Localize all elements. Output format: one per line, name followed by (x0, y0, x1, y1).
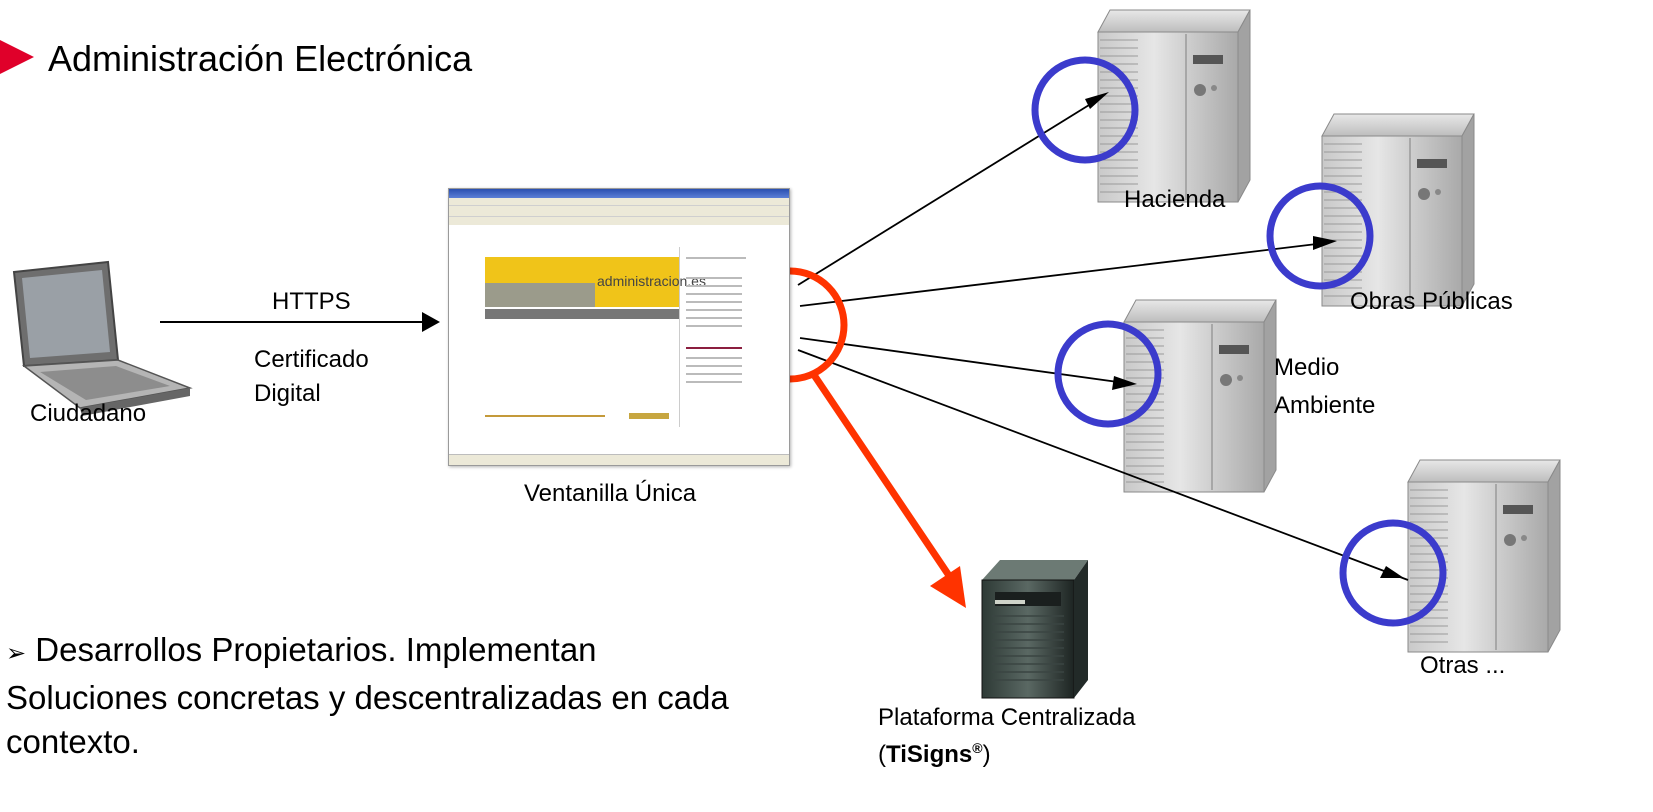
browser-menubar (449, 198, 789, 206)
link-otras (797, 349, 1409, 581)
label-ambiente: Ambiente (1274, 392, 1376, 419)
browser-site-word: administracion.es (597, 273, 706, 289)
bottom-bullet-text: ➢ Desarrollos Propietarios. Implementan … (6, 628, 766, 764)
bottom-bullet-marker: ➢ (6, 640, 27, 667)
link-medio-ambiente (799, 337, 1126, 384)
label-certificado: Certificado (254, 346, 369, 373)
tisigns-open-paren: ( (878, 741, 886, 768)
title-bullet-icon (0, 40, 34, 74)
platform-arrow (809, 370, 959, 588)
platform-server-icon (981, 560, 1088, 699)
label-https: HTTPS (272, 288, 351, 315)
link-hacienda (797, 96, 1103, 286)
label-plataforma: Plataforma Centralizada (878, 704, 1136, 731)
browser-titlebar (449, 189, 789, 198)
label-ventanilla: Ventanilla Única (524, 480, 697, 507)
label-ciudadano: Ciudadano (30, 400, 147, 427)
label-hacienda: Hacienda (1124, 186, 1226, 213)
browser-page: administracion.es (449, 225, 789, 455)
tisigns-close-paren: ) (982, 741, 991, 768)
server-otras-icon (1407, 459, 1561, 653)
label-digital: Digital (254, 380, 321, 407)
browser-toolbar (449, 206, 789, 217)
browser-window: administracion.es (448, 188, 790, 466)
laptop-icon (12, 260, 193, 416)
server-medio-ambiente-icon (1123, 299, 1277, 493)
label-obras-publicas: Obras Públicas (1350, 288, 1513, 315)
page-title: Administración Electrónica (48, 38, 473, 79)
interface-circle-hacienda (1031, 56, 1139, 164)
bottom-bullet-line: Desarrollos Propietarios. Implementan So… (6, 631, 729, 760)
tisigns-brand: TiSigns (886, 741, 973, 768)
label-tisigns: (TiSigns®) (878, 740, 991, 769)
browser-status-bar (449, 454, 789, 465)
interface-circle-medio-ambiente (1054, 320, 1162, 428)
interface-circle-obras-publicas (1266, 182, 1374, 290)
label-otras: Otras ... (1420, 652, 1506, 679)
interface-circle-otras (1339, 519, 1447, 627)
link-obras-publicas (799, 242, 1326, 307)
label-medio: Medio (1274, 354, 1340, 381)
tisigns-registered: ® (972, 740, 983, 756)
server-hacienda-icon (1097, 9, 1251, 203)
